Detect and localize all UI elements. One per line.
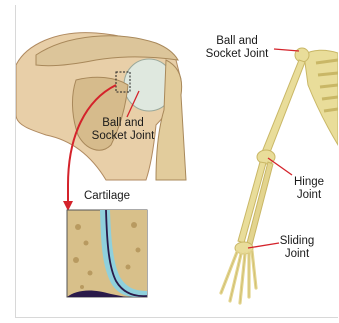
arm-ball-socket-label: Ball and Socket Joint bbox=[199, 35, 275, 61]
shoulder-illustration bbox=[16, 33, 186, 180]
shoulder-joint-label: Ball and Socket Joint bbox=[84, 117, 162, 143]
diagram-frame: Ball and Socket Joint Cartilage Ball and… bbox=[15, 5, 338, 318]
hinge-joint-label: Hinge Joint bbox=[286, 176, 332, 202]
cartilage-inset bbox=[67, 210, 147, 297]
cartilage-label: Cartilage bbox=[68, 190, 146, 203]
sliding-joint-label: Sliding Joint bbox=[272, 235, 322, 261]
diagram-artwork bbox=[16, 5, 338, 317]
